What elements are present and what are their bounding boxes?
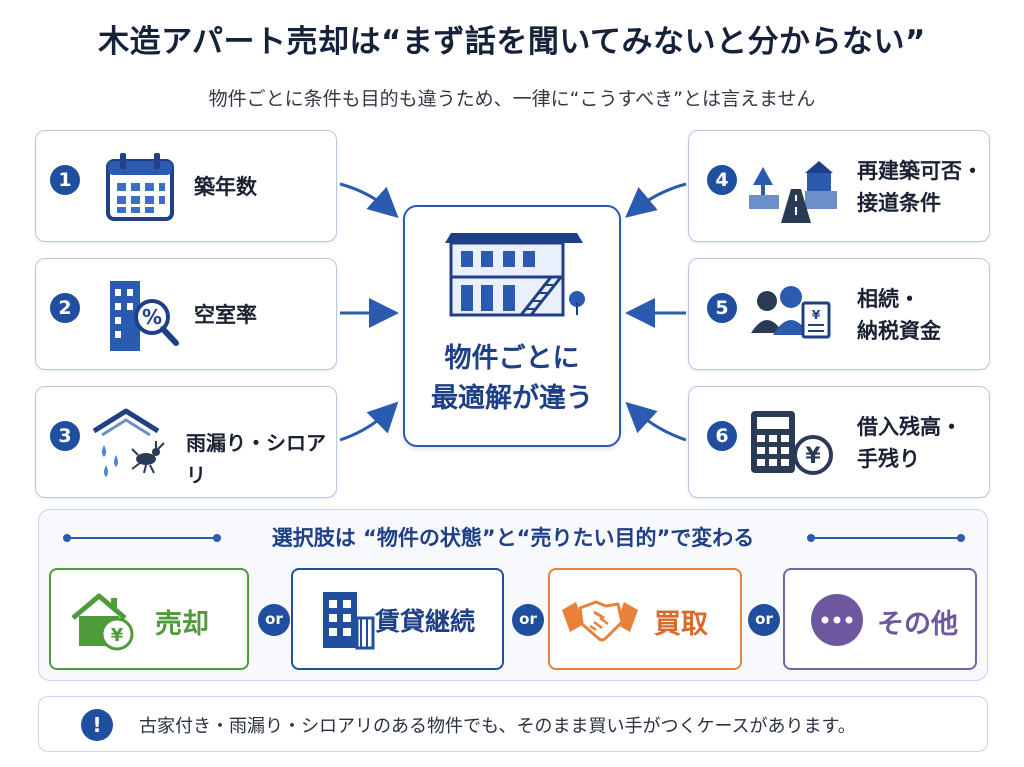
- factor-card-inheritance-tax: 5 ¥ 相続・ 納税資金: [688, 258, 990, 370]
- svg-text:¥: ¥: [111, 625, 124, 646]
- factor-label-line: 手残り: [857, 447, 920, 471]
- factor-card-leak-termite: 3 雨漏り・シロアリ: [35, 386, 337, 498]
- factor-number: 3: [50, 421, 80, 451]
- factor-label: 相続・ 納税資金: [857, 283, 941, 347]
- note-box: ! 古家付き・雨漏り・シロアリのある物件でも、そのまま買い手がつくケースがありま…: [38, 696, 988, 752]
- road-access-icon: [749, 161, 837, 223]
- factor-card-vacancy-rate: 2 % 空室率: [35, 258, 337, 370]
- arrow-factor-3: [339, 401, 399, 442]
- svg-text:¥: ¥: [805, 444, 821, 469]
- factor-label-line: 雨漏り・シロアリ: [186, 431, 326, 487]
- options-heading: 選択肢は “物件の状態”と“売りたい目的”で変わる: [271, 526, 755, 550]
- arrow-factor-4: [625, 182, 687, 218]
- center-text: 物件ごとに 最適解が違う: [405, 339, 619, 419]
- center-text-line: 物件ごとに: [444, 343, 580, 374]
- calculator-yen-icon: ¥: [751, 411, 833, 475]
- handshake-icon: [562, 600, 638, 642]
- options-panel: 選択肢は “物件の状態”と“売りたい目的”で変わる ¥ 売却 or 賃貸継続 o: [38, 509, 988, 681]
- or-badge: or: [748, 604, 780, 636]
- option-sale: ¥ 売却: [49, 568, 249, 670]
- or-badge: or: [512, 604, 544, 636]
- or-badge: or: [258, 604, 290, 636]
- factor-label-line: 納税資金: [857, 319, 941, 343]
- page-title: 木造アパート売却は“まず話を聞いてみないと分からない”: [98, 24, 926, 60]
- center-text-line: 最適解が違う: [431, 383, 593, 414]
- factor-label: 築年数: [194, 171, 257, 203]
- option-label: その他: [877, 609, 958, 640]
- option-other: その他: [783, 568, 977, 670]
- note-text: 古家付き・雨漏り・シロアリのある物件でも、そのまま買い手がつくケースがあります。: [139, 716, 856, 737]
- factor-label-line: 築年数: [194, 175, 257, 199]
- decorative-line-right: [807, 534, 965, 542]
- factor-label: 雨漏り・シロアリ: [186, 427, 336, 491]
- more-icon: [811, 594, 863, 646]
- apartment-icon: [445, 233, 585, 317]
- option-buyback: 買取: [548, 568, 742, 670]
- option-rental: 賃貸継続: [291, 568, 504, 670]
- option-label: 売却: [155, 609, 209, 640]
- factor-label-line: 接道条件: [857, 191, 941, 215]
- center-box: 物件ごとに 最適解が違う: [403, 205, 621, 447]
- exclamation-icon: !: [81, 709, 113, 741]
- factor-label: 再建築可否・ 接道条件: [857, 155, 983, 219]
- factor-label-line: 相続・: [857, 287, 920, 311]
- option-label: 賃貸継続: [375, 607, 476, 636]
- arrow-factor-6: [625, 401, 687, 442]
- factor-label: 空室率: [194, 299, 257, 331]
- page-subtitle: 物件ごとに条件も目的も違うため、一律に“こうすべき”とは言えません: [208, 88, 816, 110]
- people-document-icon: ¥: [751, 286, 831, 339]
- factor-number: 6: [707, 421, 737, 451]
- factor-label-line: 再建築可否・: [857, 159, 983, 183]
- calendar-icon: [106, 153, 174, 221]
- factor-number: 1: [50, 165, 80, 195]
- decorative-line-left: [63, 534, 221, 542]
- svg-text:¥: ¥: [812, 308, 821, 322]
- house-yen-icon: ¥: [71, 593, 134, 651]
- factor-number: 4: [707, 165, 737, 195]
- factor-card-rebuild-road: 4 再建築可否・ 接道条件: [688, 130, 990, 242]
- factor-label-line: 借入残高・: [857, 415, 962, 439]
- building-icon: [323, 592, 375, 650]
- factor-label: 借入残高・ 手残り: [857, 411, 962, 475]
- factor-label-line: 空室率: [194, 303, 257, 327]
- arrow-factor-1: [339, 182, 399, 219]
- factor-card-loan-balance: 6 ¥ 借入残高・ 手残り: [688, 386, 990, 498]
- roof-leak-termite-icon: [92, 408, 165, 477]
- building-vacancy-icon: %: [110, 281, 179, 351]
- factor-card-building-age: 1 築年数: [35, 130, 337, 242]
- factor-number: 2: [50, 293, 80, 323]
- svg-text:%: %: [142, 305, 162, 329]
- factor-number: 5: [707, 293, 737, 323]
- option-label: 買取: [654, 609, 708, 640]
